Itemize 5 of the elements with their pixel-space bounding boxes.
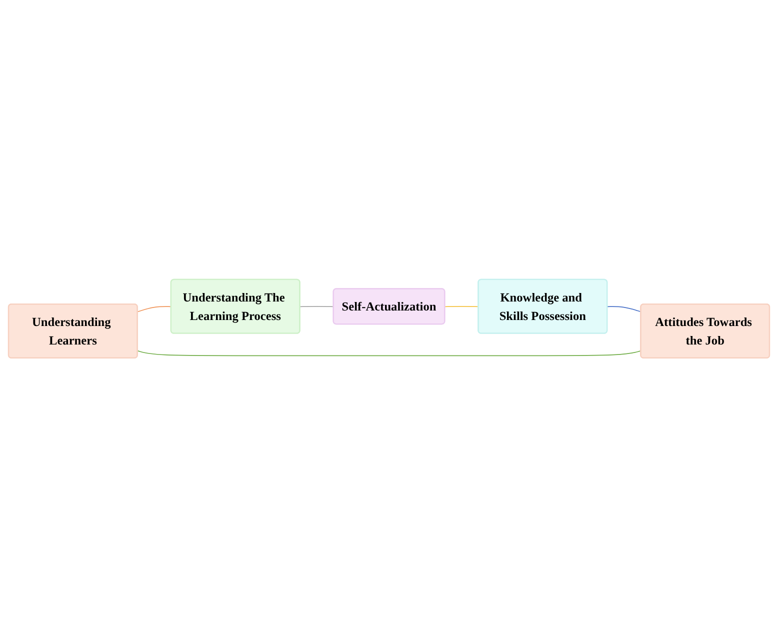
connector bbox=[606, 306, 642, 312]
connector bbox=[444, 306, 479, 308]
connector bbox=[300, 306, 334, 308]
connector bbox=[137, 306, 172, 312]
connector bbox=[137, 350, 642, 356]
